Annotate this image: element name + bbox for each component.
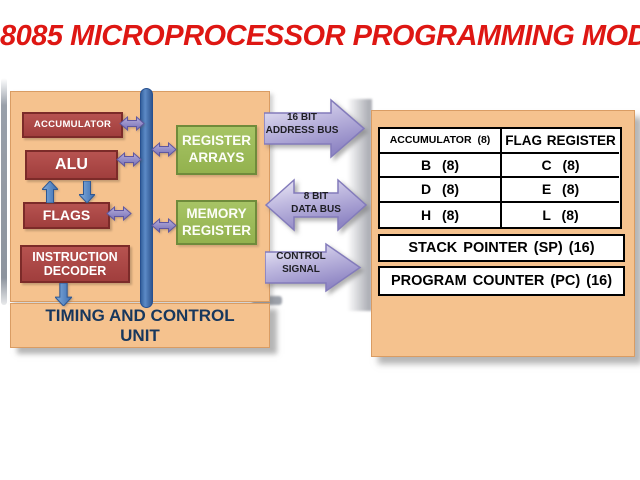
instruction-decoder-box: INSTRUCTION DECODER [20,245,130,283]
bus-register-arrays-arrow-icon [151,142,177,157]
timing-control-label: TIMING AND CONTROL UNIT [45,305,235,345]
register-cell-b: B (8) [380,153,502,178]
data-bus-label: 8 BIT DATA BUS [291,191,341,215]
left-edge-decoration [1,78,7,305]
register-table: ACCUMULATOR (8) FLAG REGISTER B (8) C (8… [378,127,622,229]
control-signal-label: CONTROL SIGNAL [276,251,326,275]
timing-control-box: TIMING AND CONTROL UNIT [10,303,270,348]
alu-bus-arrow-icon [116,152,142,167]
register-cell-h: H (8) [380,202,502,227]
register-cell-accumulator: ACCUMULATOR (8) [380,129,502,154]
register-cell-c: C (8) [502,154,619,178]
alu-flags-down-arrow-icon [79,181,95,203]
system-bus-bar [140,88,153,308]
flags-box: FLAGS [23,202,110,229]
accumulator-bus-arrow-icon [119,116,145,131]
address-bus-label: 16 BIT ADDRESS BUS [265,112,339,136]
address-bus-arrow-icon [264,98,366,159]
control-signal-arrow-icon [265,242,362,293]
decoder-timing-down-arrow-icon [55,283,72,306]
flags-bus-arrow-icon [106,206,132,221]
register-cell-d: D (8) [380,178,502,203]
stack-pointer-box: STACK POINTER (SP) (16) [378,234,625,262]
data-bus-arrow-icon [264,178,368,232]
page-title: 8085 MICROPROCESSOR PROGRAMMING MODEL [0,20,640,52]
register-cell-flag-register: FLAG REGISTER [502,129,619,154]
memory-register-box: MEMORY REGISTER [176,200,257,245]
alu-flags-up-arrow-icon [42,181,58,203]
program-counter-box: PROGRAM COUNTER (PC) (16) [378,266,625,296]
register-cell-l: L (8) [542,206,579,223]
accumulator-box: ACCUMULATOR [22,112,123,138]
register-arrays-box: REGISTER ARRAYS [176,125,257,175]
alu-box: ALU [25,150,118,180]
register-cell-e: E (8) [502,178,619,203]
bus-memory-register-arrow-icon [151,218,177,233]
